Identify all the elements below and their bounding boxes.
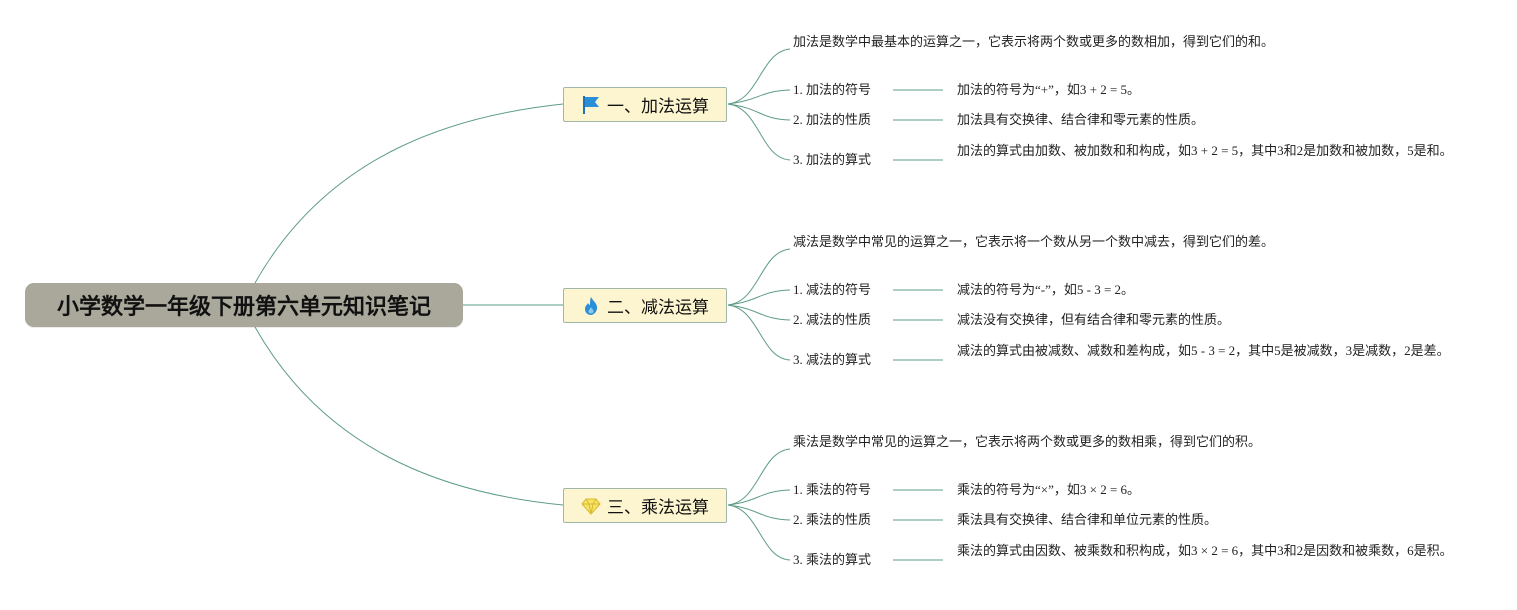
diamond-icon: [581, 496, 601, 516]
sub-topic[interactable]: 1. 减法的符号: [793, 282, 872, 297]
branch-description[interactable]: 加法是数学中最基本的运算之一，它表示将两个数或更多的数相加，得到它们的和。: [793, 34, 1275, 49]
flag-icon: [581, 95, 601, 115]
fire-icon: [581, 296, 601, 316]
sub-topic[interactable]: 1. 加法的符号: [793, 82, 872, 97]
branch-label: 二、减法运算: [607, 298, 709, 318]
branch-addition[interactable]: 一、加法运算: [563, 87, 727, 122]
sub-topic[interactable]: 2. 加法的性质: [793, 112, 872, 127]
sub-topic-detail[interactable]: 加法的算式由加数、被加数和和构成，如3 + 2 = 5，其中3和2是加数和被加数…: [957, 143, 1453, 158]
branch-subtraction[interactable]: 二、减法运算: [563, 288, 727, 323]
sub-topic-detail[interactable]: 加法的符号为“+”，如3 + 2 = 5。: [957, 82, 1141, 97]
sub-topic-detail[interactable]: 加法具有交换律、结合律和零元素的性质。: [957, 112, 1205, 127]
branch-label: 三、乘法运算: [607, 498, 709, 518]
branch-multiplication[interactable]: 三、乘法运算: [563, 488, 727, 523]
sub-topic[interactable]: 2. 乘法的性质: [793, 512, 872, 527]
sub-topic[interactable]: 3. 乘法的算式: [793, 552, 872, 567]
sub-topic[interactable]: 2. 减法的性质: [793, 312, 872, 327]
branch-description[interactable]: 乘法是数学中常见的运算之一，它表示将两个数或更多的数相乘，得到它们的积。: [793, 434, 1262, 449]
sub-topic-detail[interactable]: 减法的符号为“-”，如5 - 3 = 2。: [957, 282, 1135, 297]
branch-description[interactable]: 减法是数学中常见的运算之一，它表示将一个数从另一个数中减去，得到它们的差。: [793, 234, 1275, 249]
sub-topic[interactable]: 3. 加法的算式: [793, 152, 872, 167]
sub-topic-detail[interactable]: 减法没有交换律，但有结合律和零元素的性质。: [957, 312, 1231, 327]
branch-label: 一、加法运算: [607, 97, 709, 117]
sub-topic-detail[interactable]: 乘法的算式由因数、被乘数和积构成，如3 × 2 = 6，其中3和2是因数和被乘数…: [957, 543, 1453, 558]
sub-topic[interactable]: 1. 乘法的符号: [793, 482, 872, 497]
sub-topic-detail[interactable]: 减法的算式由被减数、减数和差构成，如5 - 3 = 2，其中5是被减数，3是减数…: [957, 343, 1450, 358]
sub-topic-detail[interactable]: 乘法具有交换律、结合律和单位元素的性质。: [957, 512, 1218, 527]
sub-topic[interactable]: 3. 减法的算式: [793, 352, 872, 367]
sub-topic-detail[interactable]: 乘法的符号为“×”，如3 × 2 = 6。: [957, 482, 1141, 497]
root-topic[interactable]: 小学数学一年级下册第六单元知识笔记: [25, 283, 463, 327]
